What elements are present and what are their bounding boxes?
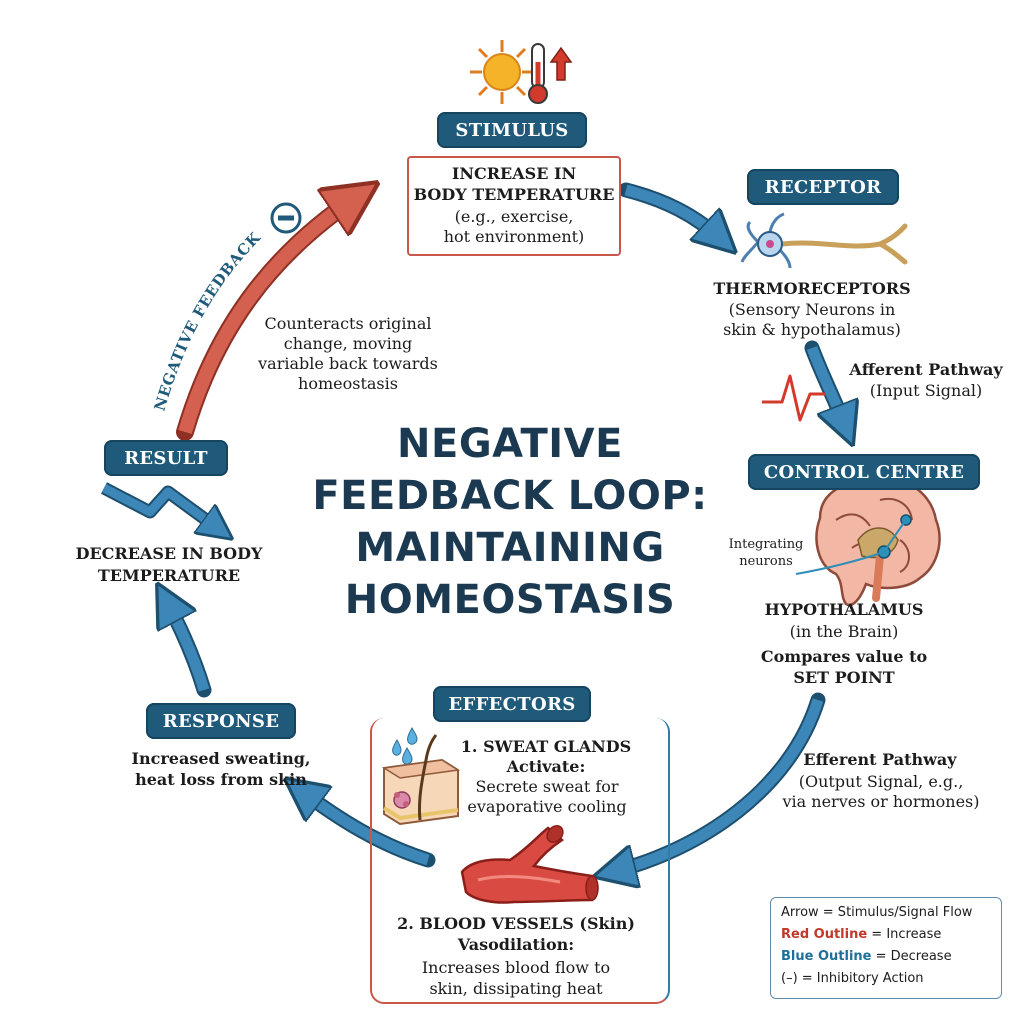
- legend-line3: Blue Outline = Decrease: [781, 946, 1001, 968]
- counteracts-line2: change, moving: [283, 334, 413, 353]
- up-arrow-icon: [549, 46, 573, 81]
- afferent-line1: Afferent Pathway: [849, 360, 1003, 379]
- title-line2: FEEDBACK LOOP:: [312, 473, 708, 519]
- sweat-line1: 1. SWEAT GLANDS: [460, 737, 632, 756]
- stimulus-label: STIMULUS: [437, 112, 587, 148]
- response-line2: heat loss from skin: [135, 770, 307, 789]
- stimulus-line1: INCREASE IN: [451, 164, 577, 183]
- integrating-line2: neurons: [739, 554, 793, 569]
- sun-icon: [470, 40, 534, 104]
- vessel-line4: skin, dissipating heat: [429, 979, 603, 998]
- water-drops-icon: [392, 726, 418, 765]
- receptor-label: RECEPTOR: [747, 169, 899, 205]
- receptor-line3: skin & hypothalamus): [723, 320, 901, 339]
- legend-blue-key: Blue Outline: [781, 949, 872, 964]
- legend-red-key: Red Outline: [781, 927, 868, 942]
- stimulus-box: [407, 156, 621, 256]
- stimulus-line2: BODY TEMPERATURE: [413, 185, 615, 204]
- legend: Arrow = Stimulus/Signal Flow Red Outline…: [770, 897, 1002, 999]
- skin-icon: [381, 734, 461, 826]
- receptor-line2: (Sensory Neurons in: [728, 300, 896, 319]
- legend-blue-val: = Decrease: [871, 949, 952, 964]
- title-line1: NEGATIVE: [397, 421, 623, 467]
- title-line3: MAINTAINING: [355, 525, 665, 571]
- control-centre-label: CONTROL CENTRE: [748, 454, 980, 490]
- result-line1: DECREASE IN BODY: [75, 544, 263, 563]
- result-label: RESULT: [104, 440, 228, 476]
- effectors-box: [370, 718, 670, 1004]
- integrating-line1: Integrating: [728, 537, 804, 552]
- legend-line2: Red Outline = Increase: [781, 924, 1001, 946]
- counteracts-line1: Counteracts original: [264, 314, 432, 333]
- stimulus-line3: (e.g., exercise,: [454, 207, 574, 226]
- counteracts-line3: variable back towards: [258, 354, 438, 373]
- vessel-line1: 2. BLOOD VESSELS (Skin): [397, 914, 635, 933]
- response-line1: Increased sweating,: [131, 749, 311, 768]
- response-label: RESPONSE: [146, 703, 296, 739]
- blood-vessel-icon: [460, 825, 599, 904]
- brain-icon: [795, 478, 941, 607]
- afferent-line2: (Input Signal): [869, 381, 983, 400]
- receptor-line1: THERMORECEPTORS: [713, 279, 911, 298]
- sweat-line2: Activate:: [506, 757, 586, 776]
- vessel-line2: Vasodilation:: [457, 935, 575, 954]
- result-line2: TEMPERATURE: [97, 566, 241, 585]
- control-line4: SET POINT: [793, 668, 895, 687]
- thermometer-icon: [528, 43, 548, 104]
- sweat-line4: evaporative cooling: [467, 797, 627, 816]
- vessel-line3: Increases blood flow to: [421, 958, 611, 977]
- efferent-line2: (Output Signal, e.g.,: [798, 772, 964, 791]
- minus-circle-icon: [270, 202, 302, 234]
- effectors-label: EFFECTORS: [433, 686, 591, 722]
- title-line4: HOMEOSTASIS: [344, 577, 676, 623]
- legend-line4: (–) = Inhibitory Action: [781, 971, 924, 986]
- page-title: NEGATIVE FEEDBACK LOOP: MAINTAINING HOME…: [300, 418, 720, 626]
- sweat-line3: Secrete sweat for: [475, 777, 619, 796]
- efferent-line3: via nerves or hormones): [782, 792, 980, 811]
- control-line1: HYPOTHALAMUS: [764, 600, 924, 619]
- control-line2: (in the Brain): [789, 622, 899, 641]
- counteracts-line4: homeostasis: [298, 374, 398, 393]
- stimulus-line4: hot environment): [443, 227, 585, 246]
- legend-line1: Arrow = Stimulus/Signal Flow: [781, 905, 973, 920]
- control-line3: Compares value to: [760, 647, 928, 666]
- legend-red-val: = Increase: [867, 927, 942, 942]
- efferent-line1: Efferent Pathway: [803, 750, 957, 769]
- neuron-icon: [740, 212, 908, 269]
- pulse-icon: [762, 374, 826, 422]
